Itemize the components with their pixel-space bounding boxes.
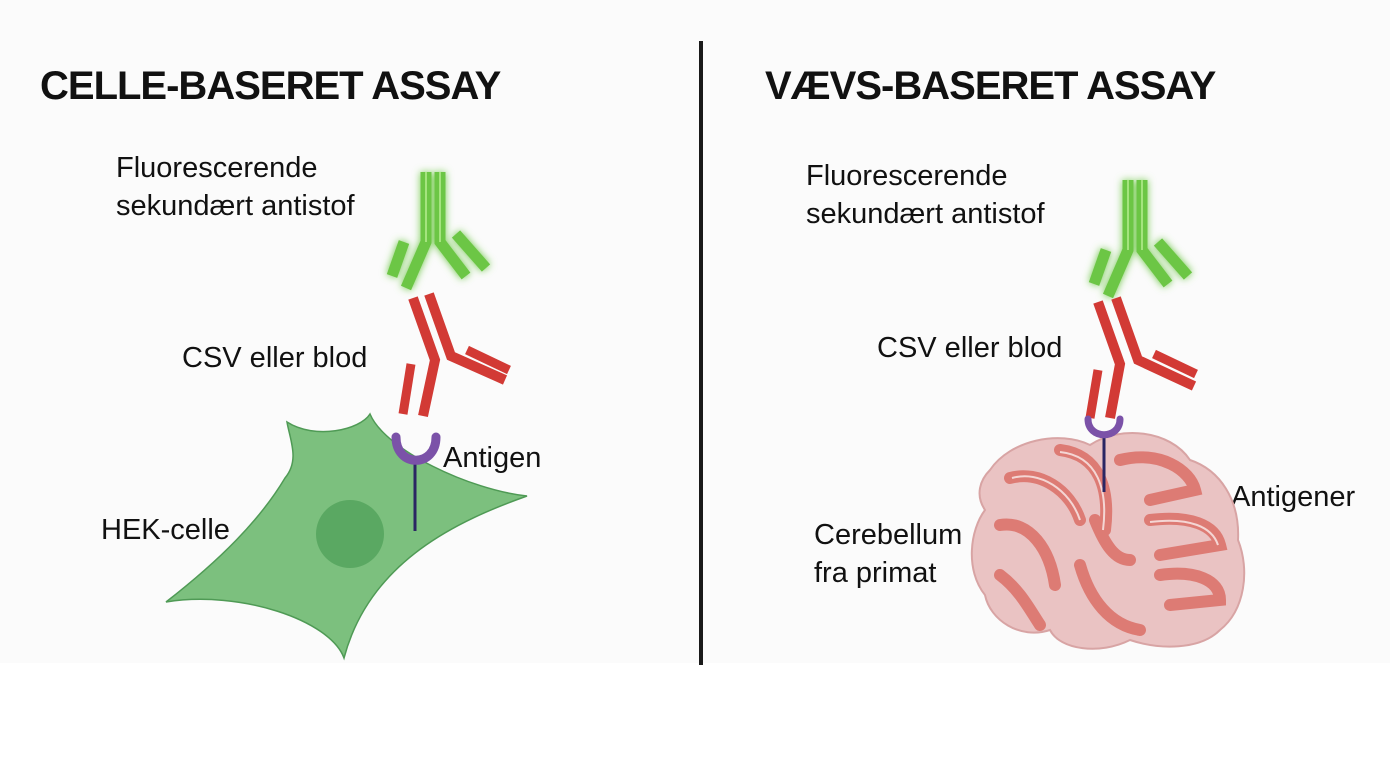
label-antigens: Antigener — [1231, 481, 1356, 513]
label-primary-antibody: CSV eller blod — [182, 342, 368, 374]
hek-cell-icon — [165, 412, 528, 661]
secondary-antibody-icon — [386, 172, 491, 291]
label-secondary-antibody-line1-right: Fluorescerende — [806, 160, 1008, 192]
label-cerebellum-line1: Cerebellum — [814, 519, 963, 551]
antigen-icon — [391, 432, 441, 531]
primary-antibody-icon-right — [1085, 296, 1198, 419]
secondary-antibody-icon-right — [1088, 180, 1193, 299]
label-secondary-antibody-line2-right: sekundært antistof — [806, 198, 1045, 230]
label-cerebellum-line2: fra primat — [814, 557, 937, 589]
cell-nucleus — [316, 500, 384, 568]
label-primary-antibody-right: CSV eller blod — [877, 332, 1063, 364]
label-secondary-antibody-line1: Fluorescerende — [116, 152, 318, 184]
cerebellum-tissue-icon — [970, 432, 1246, 650]
antigen-icon-right — [1084, 415, 1124, 492]
panel-title-tissue-based: VÆVS-BASERET ASSAY — [765, 64, 1216, 108]
label-hek-cell: HEK-celle — [101, 514, 230, 546]
panel-title-cell-based: CELLE-BASERET ASSAY — [40, 64, 501, 108]
primary-antibody-icon — [398, 292, 511, 418]
label-antigen: Antigen — [443, 442, 542, 474]
panel-divider — [699, 41, 703, 665]
label-secondary-antibody-line2: sekundært antistof — [116, 190, 355, 222]
